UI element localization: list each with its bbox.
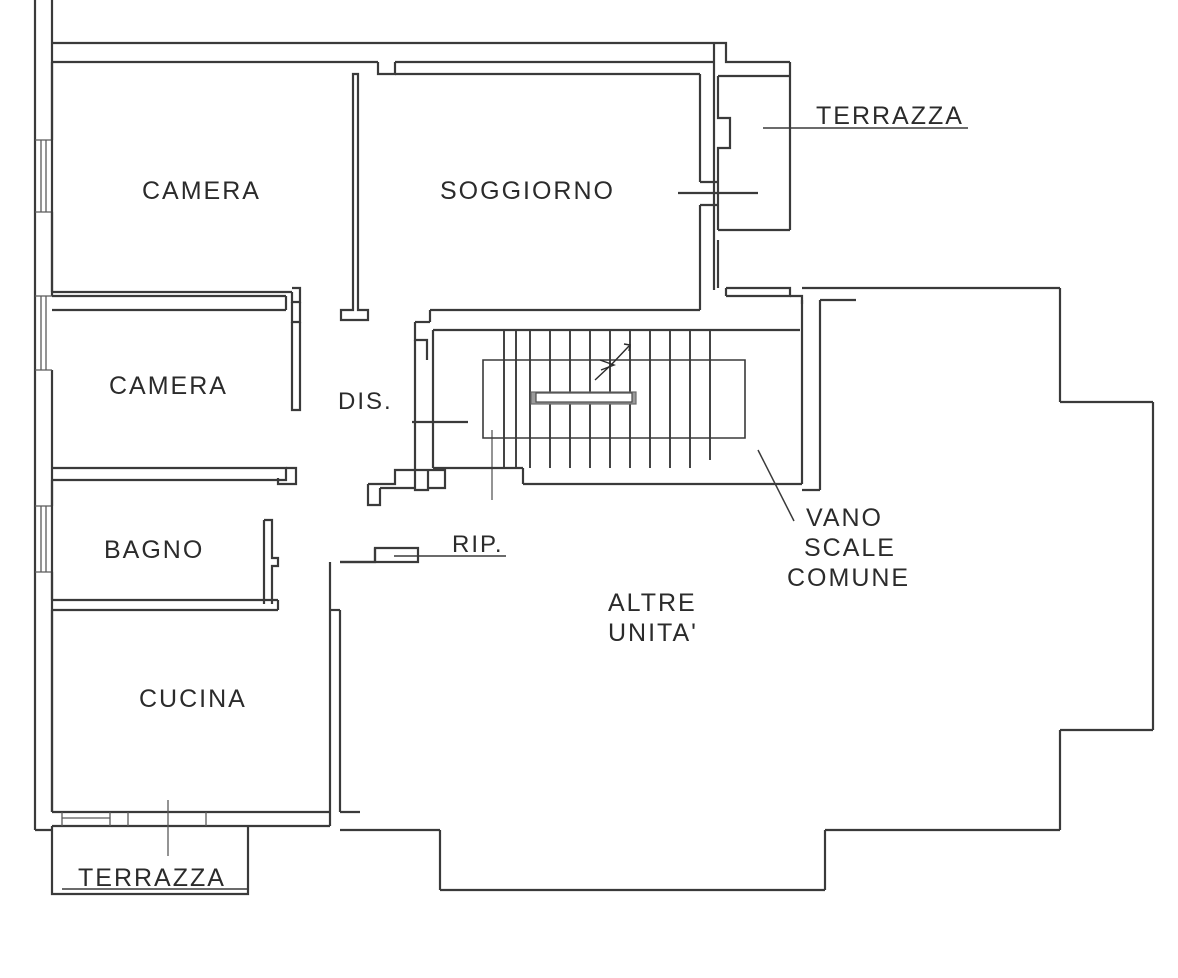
room-label-vano-scale-line3: COMUNE xyxy=(787,564,911,592)
room-label-cucina: CUCINA xyxy=(139,685,247,713)
corridor-dis-walls xyxy=(328,320,493,610)
cucina-bottom-openings xyxy=(61,812,207,826)
room-soggiorno-walls xyxy=(395,72,758,322)
room-label-camera-1: CAMERA xyxy=(142,177,261,205)
room-bagno-walls xyxy=(50,480,280,612)
exterior-left-wall xyxy=(33,0,54,832)
room-label-altre-unita-line1: ALTRE xyxy=(608,589,697,617)
room-label-camera-2: CAMERA xyxy=(109,372,228,400)
room-label-vano-scale-line2: SCALE xyxy=(804,534,896,562)
room-label-dis: DIS. xyxy=(338,388,393,415)
exterior-top-wall xyxy=(52,41,716,76)
partition-camera-soggiorno xyxy=(339,72,370,322)
stairwell-walls xyxy=(431,294,856,492)
room-camera-2-walls xyxy=(52,294,302,486)
leader-lines xyxy=(62,127,968,890)
room-label-terrazza-top: TERRAZZA xyxy=(816,102,964,130)
room-label-rip: RIP. xyxy=(452,531,504,558)
window-openings-left xyxy=(35,139,52,573)
room-label-terrazza-bottom: TERRAZZA xyxy=(78,864,226,892)
room-cucina-walls xyxy=(50,608,360,828)
terrace-top-walls xyxy=(712,41,792,298)
terrace-bottom-walls xyxy=(50,800,250,896)
room-label-soggiorno: SOGGIORNO xyxy=(440,177,615,205)
staircase xyxy=(482,330,746,468)
other-units-boundary xyxy=(340,286,1155,892)
room-label-bagno: BAGNO xyxy=(104,536,205,564)
room-label-vano-scale-line1: VANO xyxy=(806,504,883,532)
room-label-altre-unita-line2: UNITA' xyxy=(608,619,698,647)
